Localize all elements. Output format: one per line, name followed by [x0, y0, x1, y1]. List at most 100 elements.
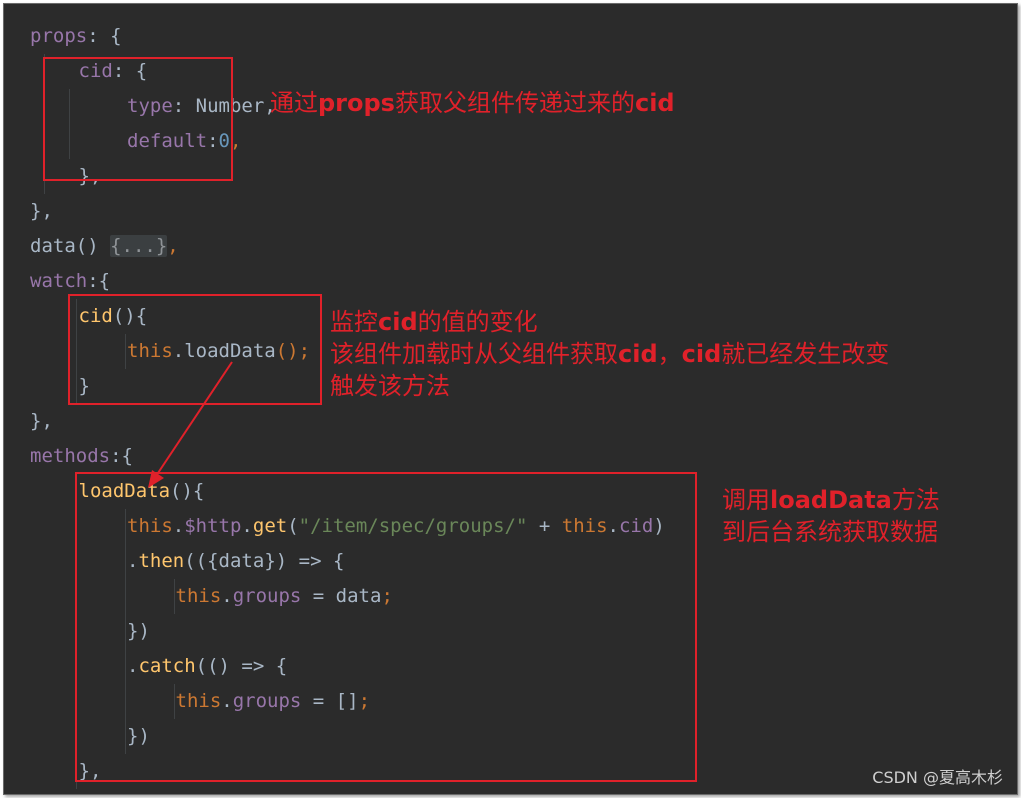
code-token: .: [127, 655, 139, 677]
code-line: this.loadData();: [127, 334, 310, 369]
indent-guide: [76, 299, 77, 404]
code-token: = data: [301, 585, 382, 607]
code-token: .: [607, 515, 619, 537]
code-token: :{: [110, 445, 133, 467]
code-token: data: [30, 235, 76, 257]
annotation-keyword: cid: [378, 308, 418, 336]
code-token: methods: [30, 445, 111, 467]
annotation-keyword: cid: [634, 89, 675, 117]
code-line: loadData(){: [79, 474, 205, 509]
code-token: default: [127, 130, 208, 152]
annotation-text: 触发该方法: [330, 372, 450, 400]
loaddata-annotation: 调用loadData方法到后台系统获取数据: [722, 484, 940, 548]
code-line: methods:{: [30, 439, 133, 474]
code-token: (): [75, 235, 111, 257]
code-line: },: [79, 754, 102, 789]
code-token: }) => {: [264, 550, 345, 572]
code-token: (){: [112, 305, 148, 327]
code-token: }: [78, 375, 90, 397]
annotation-keyword: loadData: [770, 486, 892, 514]
code-token: cid: [618, 515, 654, 537]
code-token: }): [127, 725, 150, 747]
annotation-keyword: cid: [681, 340, 722, 368]
code-line: },: [30, 194, 53, 229]
indent-guide: [174, 684, 175, 719]
code-token: ): [653, 515, 665, 537]
code-line: }): [127, 614, 150, 649]
code-token: 0: [218, 130, 230, 152]
code-line: type: Number,: [127, 89, 276, 124]
code-token: watch: [30, 270, 88, 292]
indent-guide: [174, 579, 175, 614]
code-token: : {: [112, 60, 148, 82]
code-token: (: [287, 515, 299, 537]
code-token: this: [561, 515, 608, 537]
code-screenshot: props: {cid: {type: Number,default:0,},}…: [3, 3, 1018, 795]
code-line: }: [79, 369, 90, 404]
code-token: ;: [381, 585, 393, 607]
arrow-overlay: [148, 361, 233, 488]
code-line: },: [79, 159, 102, 194]
annotation-keyword: cid: [618, 340, 658, 368]
code-line: watch:{: [30, 264, 110, 299]
arrow-head: [148, 470, 164, 488]
code-token: this: [127, 340, 173, 362]
code-token: },: [30, 200, 53, 222]
annotation-text: 就已经发生改变: [721, 340, 890, 368]
code-line: cid(){: [79, 299, 148, 334]
annotation-line: 到后台系统获取数据: [722, 516, 940, 548]
code-line: },: [30, 404, 53, 439]
annotation-line: 监控cid的值的变化: [330, 306, 889, 338]
annotation-text: ，: [657, 340, 682, 368]
annotation-text: 调用: [722, 486, 770, 514]
annotation-line: 该组件加载时从父组件获取cid，cid就已经发生改变: [330, 338, 889, 370]
code-token: ,: [167, 235, 179, 257]
code-line: this.groups = [];: [176, 684, 371, 719]
code-token: groups: [232, 690, 302, 712]
code-line: this.$http.get("/item/spec/groups/" + th…: [127, 509, 665, 544]
props-annotation: 通过props获取父组件传递过来的cid: [270, 87, 675, 119]
code-line: this.groups = data;: [176, 579, 393, 614]
indent-guide: [69, 89, 70, 159]
code-token: .: [241, 515, 253, 537]
code-token: :{: [87, 270, 111, 292]
code-token: .: [172, 340, 185, 362]
code-line: .then(({data}) => {: [127, 544, 344, 579]
code-token: },: [78, 165, 102, 187]
code-token: this: [175, 585, 222, 607]
code-token: loadData: [184, 340, 276, 362]
code-token: .: [221, 690, 233, 712]
code-token: get: [252, 515, 288, 537]
code-token: : Number,: [172, 95, 276, 117]
code-line: .catch(() => {: [127, 649, 287, 684]
indent-guide: [125, 509, 126, 754]
annotation-text: 方法: [891, 486, 940, 514]
annotation-line: 触发该方法: [330, 370, 889, 402]
code-token: groups: [232, 585, 302, 607]
annotation-line: 调用loadData方法: [722, 484, 940, 516]
code-token: },: [30, 410, 53, 432]
code-line: props: {: [30, 19, 122, 54]
arrow-line: [155, 361, 233, 477]
watermark: CSDN @夏高木杉: [872, 768, 1003, 787]
annotation-text: 获取父组件传递过来的: [394, 89, 635, 117]
watch-annotation: 监控cid的值的变化该组件加载时从父组件获取cid，cid就已经发生改变触发该方…: [330, 306, 889, 402]
annotation-text: 通过: [270, 89, 318, 117]
code-token: ;: [358, 690, 371, 712]
code-token: this: [175, 690, 222, 712]
code-token: $http: [184, 515, 242, 537]
code-token: },: [78, 760, 102, 782]
folded-code-region[interactable]: {...}: [110, 235, 168, 257]
annotation-text: 该组件加载时从父组件获取: [330, 340, 618, 368]
code-token: +: [527, 515, 562, 537]
code-token: type: [127, 95, 173, 117]
annotation-keyword: props: [318, 89, 395, 117]
code-token: this: [127, 515, 173, 537]
code-token: loadData: [78, 480, 171, 502]
code-token: ();: [275, 340, 311, 362]
code-token: cid: [78, 60, 113, 82]
loaddata-highlight-box: [75, 472, 697, 782]
code-token: cid: [78, 305, 113, 327]
code-token: (){: [170, 480, 205, 502]
code-line: }): [127, 719, 150, 754]
